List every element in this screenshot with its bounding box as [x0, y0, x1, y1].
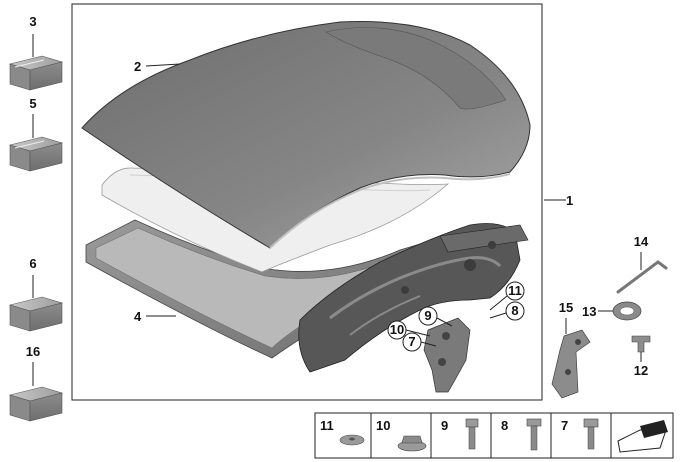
part-roof-2[interactable]	[81, 21, 531, 249]
svg-text:8: 8	[511, 303, 518, 318]
part-box-5[interactable]	[8, 136, 64, 172]
svg-text:11: 11	[320, 418, 334, 433]
svg-text:7: 7	[561, 418, 568, 433]
fastener-cell-10[interactable]: 10	[376, 418, 427, 452]
fastener-strip	[314, 412, 674, 459]
svg-text:7: 7	[408, 334, 415, 349]
fastener-cell-8[interactable]: 8	[501, 418, 542, 451]
label-13: 13	[582, 304, 596, 319]
label-15: 15	[559, 300, 573, 315]
part-bracket-15[interactable]	[551, 329, 591, 399]
fastener-cell-9[interactable]: 9	[441, 418, 479, 450]
callout-11: 11	[489, 281, 525, 311]
part-clip-13[interactable]	[612, 301, 642, 321]
label-16: 16	[26, 344, 40, 359]
part-box-6[interactable]	[8, 296, 64, 332]
label-14: 14	[634, 234, 649, 249]
fastener-cell-symbol	[617, 420, 668, 453]
label-12: 12	[634, 363, 648, 378]
svg-text:10: 10	[376, 418, 390, 433]
svg-text:8: 8	[501, 418, 508, 433]
part-rod-14[interactable]	[616, 260, 668, 294]
label-6: 6	[29, 256, 36, 271]
fastener-cell-7[interactable]: 7	[561, 418, 599, 450]
label-2: 2	[134, 59, 141, 74]
callout-7: 7	[402, 332, 437, 352]
part-top-mechanism[interactable]	[298, 223, 529, 373]
svg-text:9: 9	[441, 418, 448, 433]
callout-8: 8	[489, 301, 525, 321]
part-box-3[interactable]	[8, 55, 64, 91]
fastener-cell-11[interactable]: 11	[320, 418, 365, 446]
part-box-16[interactable]	[8, 386, 64, 422]
svg-text:10: 10	[390, 322, 404, 337]
callout-9: 9	[418, 306, 453, 327]
svg-text:9: 9	[424, 308, 431, 323]
svg-text:11: 11	[508, 283, 522, 298]
label-1: 1	[566, 193, 573, 208]
label-4: 4	[134, 309, 142, 324]
main-diagram-frame	[71, 3, 543, 401]
callout-10: 10	[387, 320, 431, 340]
label-5: 5	[29, 96, 36, 111]
part-pin-12[interactable]	[631, 335, 651, 353]
label-3: 3	[29, 14, 36, 29]
part-hinge-bracket[interactable]	[423, 317, 471, 393]
